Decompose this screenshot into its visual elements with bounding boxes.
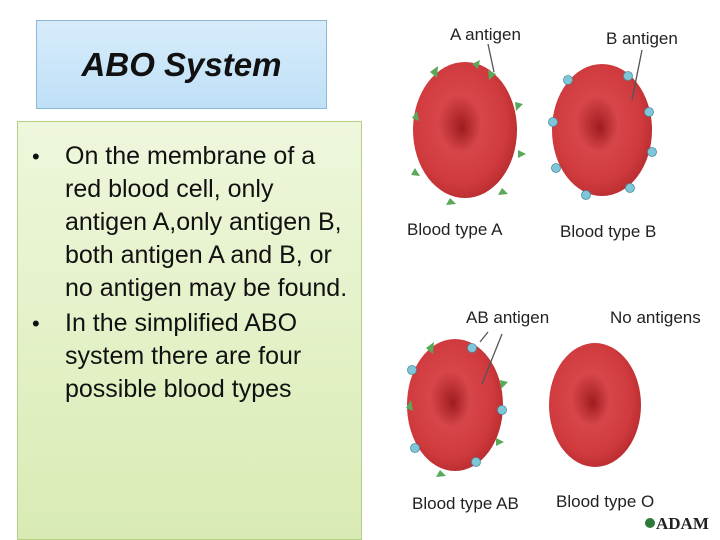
bullet-icon: • bbox=[32, 140, 40, 173]
cell-type-o: No antigens Blood type O bbox=[549, 308, 701, 511]
b-antigen-label: B antigen bbox=[606, 29, 678, 48]
bullet-icon: • bbox=[32, 307, 40, 340]
adam-logo-mark-icon bbox=[645, 518, 655, 528]
blood-type-svg: A antigen Blood type A B antigen Blood t… bbox=[390, 0, 720, 540]
ab-antigen-label: AB antigen bbox=[466, 308, 549, 327]
bullet-text: In the simplified ABO system there are f… bbox=[65, 309, 301, 403]
a-antigen-label: A antigen bbox=[450, 25, 521, 44]
adam-logo-text: ADAM bbox=[656, 514, 709, 533]
bullet-item: • In the simplified ABO system there are… bbox=[32, 307, 353, 406]
cell-type-ab: AB antigen Blood type AB bbox=[406, 308, 549, 513]
bullet-item: • On the membrane of a red blood cell, o… bbox=[32, 140, 353, 305]
cell-type-b: B antigen Blood type B bbox=[549, 29, 678, 241]
bullet-text: On the membrane of a red blood cell, onl… bbox=[65, 142, 347, 302]
adam-logo: ADAM bbox=[645, 514, 709, 533]
blood-type-ab-label: Blood type AB bbox=[412, 494, 519, 513]
cell-type-a: A antigen Blood type A bbox=[407, 25, 526, 239]
blood-type-b-label: Blood type B bbox=[560, 222, 656, 241]
bullet-list: • On the membrane of a red blood cell, o… bbox=[18, 122, 361, 406]
blood-type-a-label: Blood type A bbox=[407, 220, 503, 239]
title-box: ABO System bbox=[36, 20, 327, 109]
blood-type-o-label: Blood type O bbox=[556, 492, 654, 511]
no-antigens-label: No antigens bbox=[610, 308, 701, 327]
slide-title: ABO System bbox=[82, 46, 282, 84]
content-box: • On the membrane of a red blood cell, o… bbox=[17, 121, 362, 540]
blood-type-diagram: A antigen Blood type A B antigen Blood t… bbox=[390, 0, 720, 540]
